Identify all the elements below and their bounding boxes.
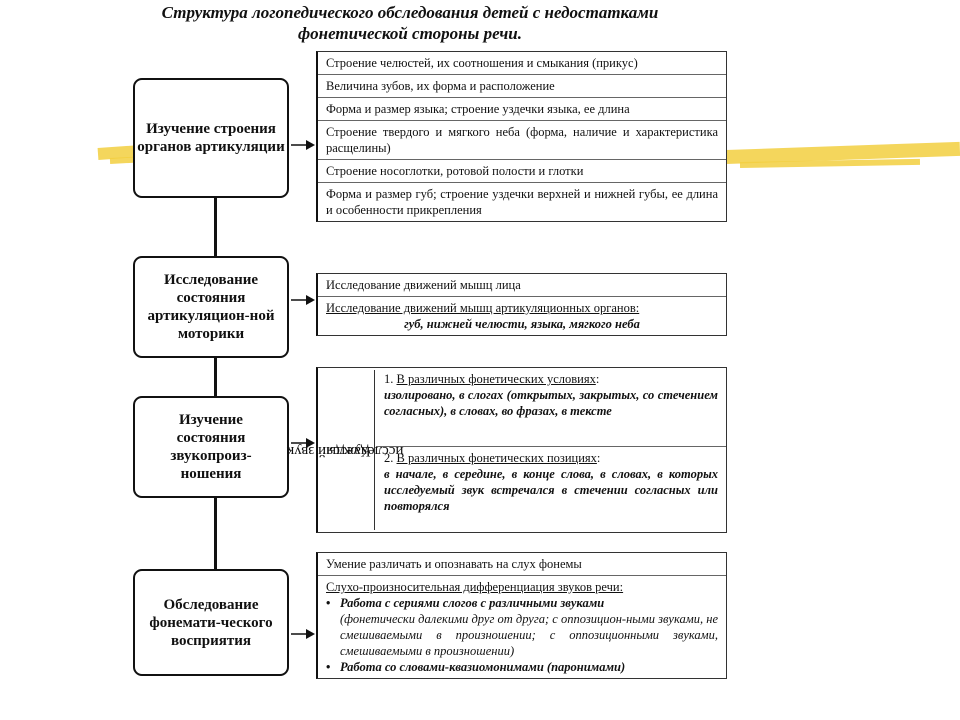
list-item: 2. В различных фонетических позициях: в …	[376, 447, 726, 517]
item-detail: губ, нижней челюсти, языка, мягкого неба	[404, 317, 640, 331]
group-articulation-structure: Строение челюстей, их соотношения и смык…	[316, 51, 727, 222]
group-phonemic-perception: Умение различать и опознавать на слух фо…	[316, 552, 727, 679]
item-heading: В различных фонетических позициях	[396, 451, 597, 465]
list-item: Форма и размер языка; строение уздечки я…	[318, 98, 726, 121]
item-heading: Слухо-произносительная дифференциация зв…	[326, 580, 624, 594]
arrow-right-icon	[291, 438, 315, 448]
node-label: Обследование фонемати-ческого восприятия	[149, 596, 273, 649]
list-item: Величина зубов, их форма и расположение	[318, 75, 726, 98]
list-item: Умение различать и опознавать на слух фо…	[318, 553, 726, 576]
item-detail: изолировано, в слогах (открытых, закрыты…	[384, 388, 718, 418]
item-detail: в начале, в середине, в конце слова, в с…	[384, 467, 718, 513]
diagram-title: Структура логопедического обследования д…	[161, 3, 659, 43]
list-item: Слухо-произносительная дифференциация зв…	[318, 576, 726, 678]
list-item: Строение носоглотки, ротовой полости и г…	[318, 160, 726, 183]
node-label: Исследование состояния артикуляцион-ной …	[147, 272, 275, 342]
list-item: Строение челюстей, их соотношения и смык…	[318, 52, 726, 75]
list-item: Исследование движений мышц артикуляционн…	[318, 297, 726, 335]
bullet-icon: •	[326, 660, 331, 674]
list-item: Исследование движений мышц лица	[318, 274, 726, 297]
item-heading: В различных фонетических условиях	[396, 372, 596, 386]
bullet-icon: •	[326, 596, 331, 610]
node-articulation-motor: Исследование состояния артикуляцион-ной …	[133, 256, 289, 358]
item-number: 1.	[384, 372, 394, 386]
item-colon: :	[596, 451, 601, 465]
bullet-heading: Работа со словами-квазиомонимами (парони…	[340, 660, 626, 674]
arrow-right-icon	[291, 295, 315, 305]
spine-connector-2	[214, 357, 217, 397]
spine-connector-1	[214, 197, 217, 257]
side-label-line-2: исследуется:	[322, 442, 404, 459]
node-sound-pronunciation: Изучение состояния звукопроиз-ношения	[133, 396, 289, 498]
node-label: Изучение строения органов артикуляции	[137, 121, 285, 155]
node-articulation-structure: Изучение строения органов артикуляции	[133, 78, 289, 198]
group-articulation-motor: Исследование движений мышц лица Исследов…	[316, 273, 727, 336]
list-item: 1. В различных фонетических условиях: из…	[376, 368, 726, 447]
item-colon: :	[595, 372, 600, 386]
arrow-right-icon	[291, 629, 315, 639]
bullet-item: • Работа с сериями слогов с различными з…	[326, 595, 718, 659]
bullet-item: • Работа со словами-квазиомонимами (паро…	[326, 659, 718, 675]
bullet-heading: Работа с сериями слогов с различными зву…	[340, 596, 605, 610]
list-item: Форма и размер губ; строение уздечки вер…	[326, 187, 718, 217]
node-label: Изучение состояния звукопроиз-ношения	[170, 412, 252, 482]
spine-connector-3	[214, 497, 217, 570]
item-heading: Исследование движений мышц артикуляционн…	[326, 301, 640, 315]
bullet-detail: (фонетически далекими друг от друга; с о…	[340, 612, 718, 658]
group-sound-pronunciation: 1. В различных фонетических условиях: из…	[316, 367, 727, 533]
arrow-right-icon	[291, 140, 315, 150]
node-phonemic-perception: Обследование фонемати-ческого восприятия	[133, 569, 289, 676]
item-number: 2.	[384, 451, 394, 465]
list-item: Строение твердого и мягкого неба (форма,…	[318, 121, 726, 160]
